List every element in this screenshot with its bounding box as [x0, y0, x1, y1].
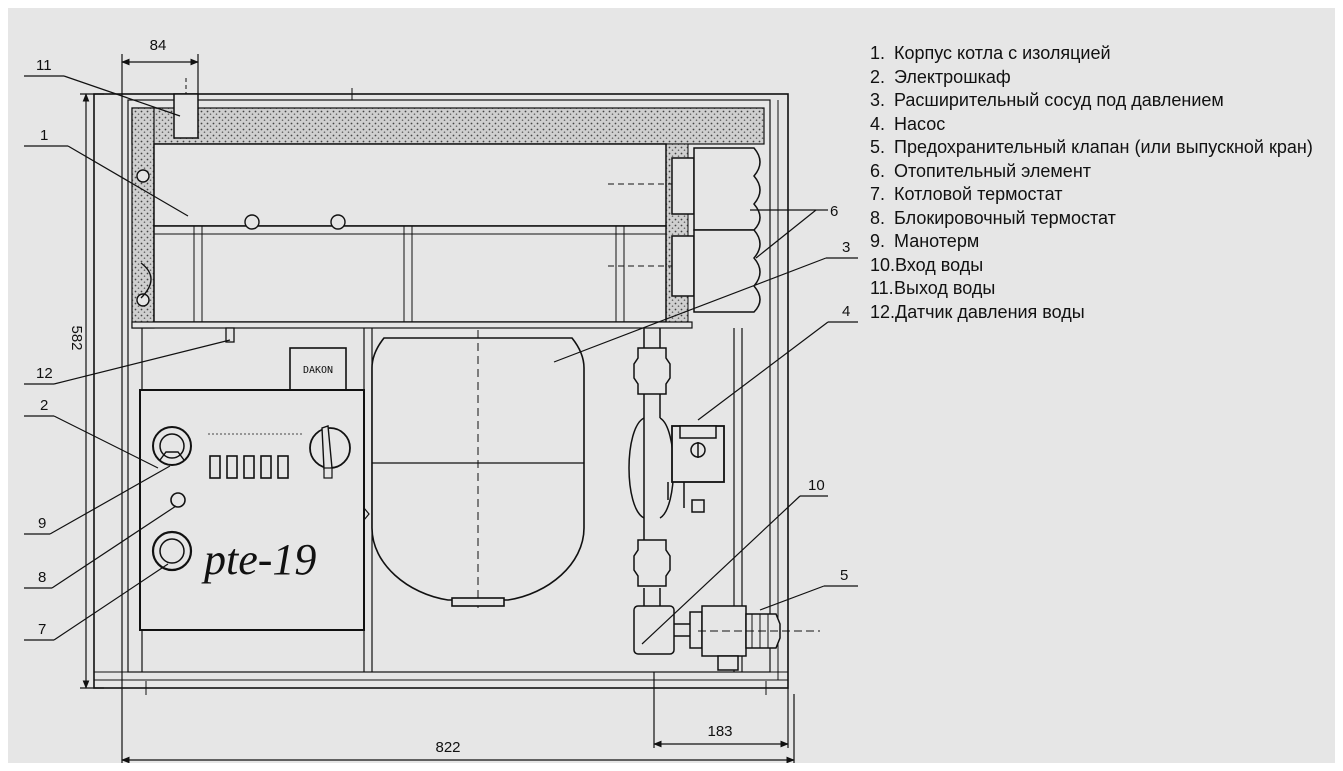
callout-12: 12 [36, 365, 53, 382]
legend-item-text: Предохранительный клапан (или выпускной … [894, 137, 1313, 157]
legend-item-number: 4. [870, 113, 886, 134]
legend-item: 1. Корпус котла с изоляцией [870, 42, 1330, 66]
legend-item-text: Корпус котла с изоляцией [894, 43, 1111, 63]
legend-item-number: 1. [870, 43, 886, 63]
legend-item: 6. Отопительный элемент [870, 160, 1330, 184]
legend-item-number: 12. [870, 301, 896, 322]
boiler-technical-drawing: 84 582 183 822 11 1 12 2 9 8 7 3 4 6 10 … [24, 37, 858, 763]
callout-6: 6 [830, 203, 838, 220]
callout-2: 2 [40, 397, 48, 414]
legend-item: 3. Расширительный сосуд под давлением [870, 89, 1330, 113]
legend-item-number: 2. [870, 66, 886, 87]
callout-11: 11 [36, 57, 52, 74]
legend-item-number: 9. [870, 231, 886, 251]
legend-item: 12.Датчик давления воды [870, 301, 1330, 325]
callout-5: 5 [840, 567, 848, 584]
callout-leaders [24, 75, 858, 645]
legend-item-text: Вход воды [895, 254, 984, 275]
callout-4: 4 [842, 303, 850, 320]
legend-item-number: 7. [870, 184, 886, 204]
heating-elements [608, 147, 761, 313]
legend-item-text: Манотерм [894, 231, 980, 251]
expansion-vessel [371, 330, 585, 608]
center-marks [139, 88, 773, 695]
diagram-panel: 84 582 183 822 11 1 12 2 9 8 7 3 4 6 10 … [8, 8, 1335, 763]
legend-item: 4. Насос [870, 113, 1330, 137]
legend-item-text: Расширительный сосуд под давлением [894, 90, 1224, 110]
legend-item: 8. Блокировочный термостат [870, 207, 1330, 231]
callout-3: 3 [842, 239, 850, 256]
water-outlet-pipe [173, 78, 199, 139]
legend-item: 2. Электрошкаф [870, 66, 1330, 90]
dimension-left: 582 [68, 325, 85, 350]
water-pressure-sensor [225, 327, 235, 343]
legend-item-text: Насос [894, 113, 946, 134]
component-legend: 1. Корпус котла с изоляцией 2. Электрошкаф… [870, 42, 1330, 324]
legend-item-text: Электрошкаф [894, 66, 1011, 87]
boiler-body-with-insulation [131, 107, 765, 329]
legend-item-number: 6. [870, 160, 886, 181]
electrical-cabinet [139, 347, 370, 631]
legend-item-number: 11. [870, 278, 894, 298]
legend-item-number: 10. [870, 254, 896, 275]
dimension-right-bottom: 183 [707, 723, 732, 740]
model-label: pte-19 [201, 535, 316, 584]
legend-item-text: Котловой термостат [894, 184, 1063, 204]
legend-item: 10.Вход воды [870, 254, 1330, 278]
outer-frame [93, 93, 789, 689]
safety-valve [633, 605, 820, 671]
legend-item-number: 5. [870, 137, 886, 157]
callout-10: 10 [808, 477, 825, 494]
legend-item-number: 3. [870, 90, 886, 110]
dimension-top: 84 [150, 37, 167, 54]
legend-item-text: Блокировочный термостат [894, 207, 1116, 228]
callout-9: 9 [38, 515, 46, 532]
legend-item-number: 8. [870, 207, 886, 228]
legend-item: 7. Котловой термостат [870, 183, 1330, 207]
legend-item: 11.Выход воды [870, 277, 1330, 301]
callout-1: 1 [40, 127, 48, 144]
legend-item-text: Датчик давления воды [895, 301, 1085, 322]
legend-item-text: Отопительный элемент [894, 160, 1091, 181]
circulation-pump [628, 328, 725, 608]
callout-7: 7 [38, 621, 46, 638]
legend-item: 5. Предохранительный клапан (или выпускно… [870, 136, 1330, 160]
brand-plate-label: DAKON [303, 365, 333, 376]
dimension-bottom: 822 [435, 739, 460, 756]
callout-8: 8 [38, 569, 46, 586]
dimension-lines [80, 54, 795, 763]
legend-item: 9. Манотерм [870, 230, 1330, 254]
legend-item-text: Выход воды [894, 278, 996, 298]
